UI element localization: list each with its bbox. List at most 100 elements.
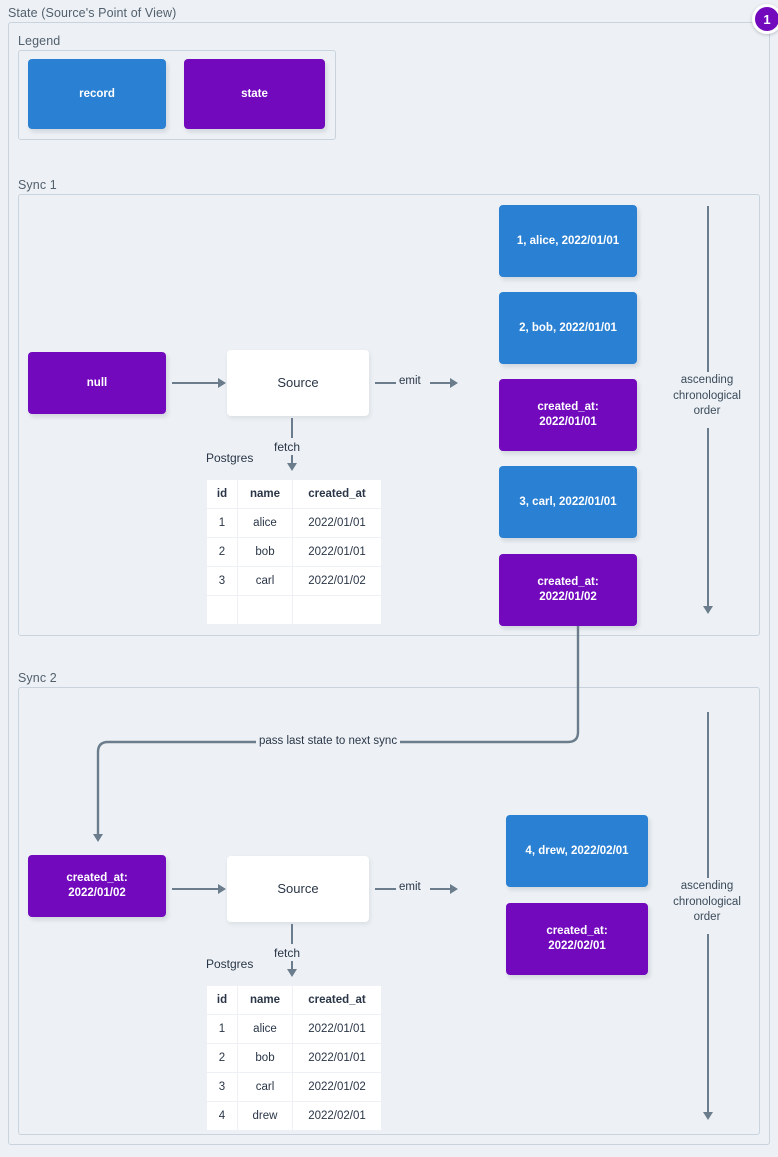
cell-id: 3 bbox=[207, 567, 237, 595]
cell-id: 2 bbox=[207, 538, 237, 566]
sync2-order-line2: chronological bbox=[673, 895, 741, 908]
sync1-emitted-record-3: 3, carl, 2022/01/01 bbox=[499, 466, 637, 538]
sync1-order-axis-lower bbox=[707, 428, 709, 608]
cell-date: 2022/02/01 bbox=[293, 1102, 381, 1130]
state-container-box bbox=[8, 22, 770, 1145]
step-badge: 1 bbox=[752, 4, 778, 34]
sync1-state-to-source-line bbox=[172, 382, 220, 384]
sync1-emitted-state-1: created_at: 2022/01/01 bbox=[499, 379, 637, 451]
cell-id: 1 bbox=[207, 1015, 237, 1043]
sync1-order-line1: ascending bbox=[680, 374, 734, 386]
sync1-emitted-record-1: 1, alice, 2022/01/01 bbox=[499, 205, 637, 277]
sync2-emitted-state-1: created_at: 2022/02/01 bbox=[506, 903, 648, 975]
sync1-source-node: Source bbox=[227, 350, 369, 416]
sync2-order-line1: ascending bbox=[680, 880, 734, 892]
table-row: 1 alice 2022/01/01 bbox=[207, 1015, 381, 1043]
sync2-postgres-table: id name created_at 1 alice 2022/01/01 2 … bbox=[206, 985, 382, 1131]
cell-date: 2022/01/01 bbox=[293, 509, 381, 537]
sync1-source-label: Source bbox=[277, 374, 319, 390]
legend-box bbox=[18, 50, 336, 140]
sync1-db-label: Postgres bbox=[206, 451, 254, 465]
sync2-order-line3: order bbox=[693, 911, 721, 924]
sync2-fetch-line-lower bbox=[291, 961, 293, 971]
legend-title: Legend bbox=[18, 34, 61, 48]
table-row: 2 bob 2022/01/01 bbox=[207, 538, 381, 566]
pass-state-label: pass last state to next sync bbox=[256, 735, 401, 747]
sync2-emit-line-right bbox=[430, 888, 452, 890]
table-row: 3 carl 2022/01/02 bbox=[207, 567, 381, 595]
sync1-col-id: id bbox=[207, 480, 237, 508]
sync2-input-state-line2: 2022/01/02 bbox=[68, 887, 126, 899]
legend-swatch-state: state bbox=[184, 59, 325, 129]
cell-id: 2 bbox=[207, 1044, 237, 1072]
sync1-emitted-record-2-line1: 2, bob, 2022/01/01 bbox=[519, 321, 617, 334]
cell-name bbox=[238, 596, 292, 624]
sync2-fetch-arrowhead bbox=[287, 969, 297, 977]
cell-name: alice bbox=[238, 1015, 292, 1043]
cell-date: 2022/01/02 bbox=[293, 1073, 381, 1101]
cell-date: 2022/01/01 bbox=[293, 1044, 381, 1072]
sync2-input-state-node: created_at: 2022/01/02 bbox=[28, 855, 166, 917]
cell-id: 4 bbox=[207, 1102, 237, 1130]
sync1-order-axis-arrowhead bbox=[703, 606, 713, 614]
sync2-emitted-record-1-line1: 4, drew, 2022/02/01 bbox=[525, 844, 629, 857]
cell-name: drew bbox=[238, 1102, 292, 1130]
sync2-emitted-state-1-line1: created_at: bbox=[546, 925, 608, 938]
sync1-emitted-record-3-line1: 3, carl, 2022/01/01 bbox=[519, 495, 617, 508]
sync1-fetch-line-lower bbox=[291, 455, 293, 465]
sync1-emitted-state-1-line1: created_at: bbox=[537, 401, 599, 414]
pass-state-arrowhead bbox=[93, 834, 103, 842]
sync1-fetch-arrowhead bbox=[287, 463, 297, 471]
sync1-title: Sync 1 bbox=[18, 178, 57, 192]
cell-date bbox=[293, 596, 381, 624]
sync1-fetch-line bbox=[291, 418, 293, 438]
sync2-col-date: created_at bbox=[293, 986, 381, 1014]
sync2-emitted-state-1-line2: 2022/02/01 bbox=[548, 940, 606, 952]
sync1-input-state-node: null bbox=[28, 352, 166, 414]
sync1-emit-label: emit bbox=[396, 375, 424, 387]
sync2-input-state-line1: created_at: bbox=[66, 872, 128, 885]
sync1-emitted-record-2: 2, bob, 2022/01/01 bbox=[499, 292, 637, 364]
sync2-order-axis-lower bbox=[707, 934, 709, 1114]
sync2-source-node: Source bbox=[227, 856, 369, 922]
sync1-col-date: created_at bbox=[293, 480, 381, 508]
table-row bbox=[207, 596, 381, 624]
cell-name: carl bbox=[238, 1073, 292, 1101]
sync1-input-state-label: null bbox=[86, 376, 108, 389]
sync1-emit-arrowhead bbox=[450, 378, 458, 388]
sync2-emitted-record-1: 4, drew, 2022/02/01 bbox=[506, 815, 648, 887]
table-row: 3 carl 2022/01/02 bbox=[207, 1073, 381, 1101]
legend-swatch-state-label: state bbox=[241, 87, 268, 100]
table-header-row: id name created_at bbox=[207, 986, 381, 1014]
sync2-db-label: Postgres bbox=[206, 957, 254, 971]
sync1-emitted-state-2-line2: 2022/01/02 bbox=[539, 591, 597, 603]
sync1-order-line3: order bbox=[693, 405, 721, 418]
sync2-emit-line-left bbox=[375, 888, 397, 890]
cell-id bbox=[207, 596, 237, 624]
cell-date: 2022/01/01 bbox=[293, 538, 381, 566]
sync2-col-name: name bbox=[238, 986, 292, 1014]
sync2-order-axis-upper bbox=[707, 712, 709, 878]
sync1-emitted-record-1-line1: 1, alice, 2022/01/01 bbox=[516, 234, 620, 247]
table-row: 1 alice 2022/01/01 bbox=[207, 509, 381, 537]
table-row: 4 drew 2022/02/01 bbox=[207, 1102, 381, 1130]
cell-date: 2022/01/02 bbox=[293, 567, 381, 595]
cell-name: bob bbox=[238, 1044, 292, 1072]
cell-id: 1 bbox=[207, 509, 237, 537]
legend-swatch-record-label: record bbox=[79, 87, 115, 100]
sync1-state-to-source-arrowhead bbox=[218, 378, 226, 388]
sync2-emit-label: emit bbox=[396, 881, 424, 893]
sync2-state-to-source-line bbox=[172, 888, 220, 890]
sync1-emit-line-left bbox=[375, 382, 397, 384]
cell-id: 3 bbox=[207, 1073, 237, 1101]
cell-name: alice bbox=[238, 509, 292, 537]
sync2-col-id: id bbox=[207, 986, 237, 1014]
table-header-row: id name created_at bbox=[207, 480, 381, 508]
table-row: 2 bob 2022/01/01 bbox=[207, 1044, 381, 1072]
cell-name: carl bbox=[238, 567, 292, 595]
sync1-emitted-state-1-line2: 2022/01/01 bbox=[539, 416, 597, 428]
sync1-fetch-label: fetch bbox=[274, 440, 301, 454]
sync1-order-axis-upper bbox=[707, 206, 709, 372]
sync2-fetch-label: fetch bbox=[274, 946, 301, 960]
sync2-title: Sync 2 bbox=[18, 671, 57, 685]
